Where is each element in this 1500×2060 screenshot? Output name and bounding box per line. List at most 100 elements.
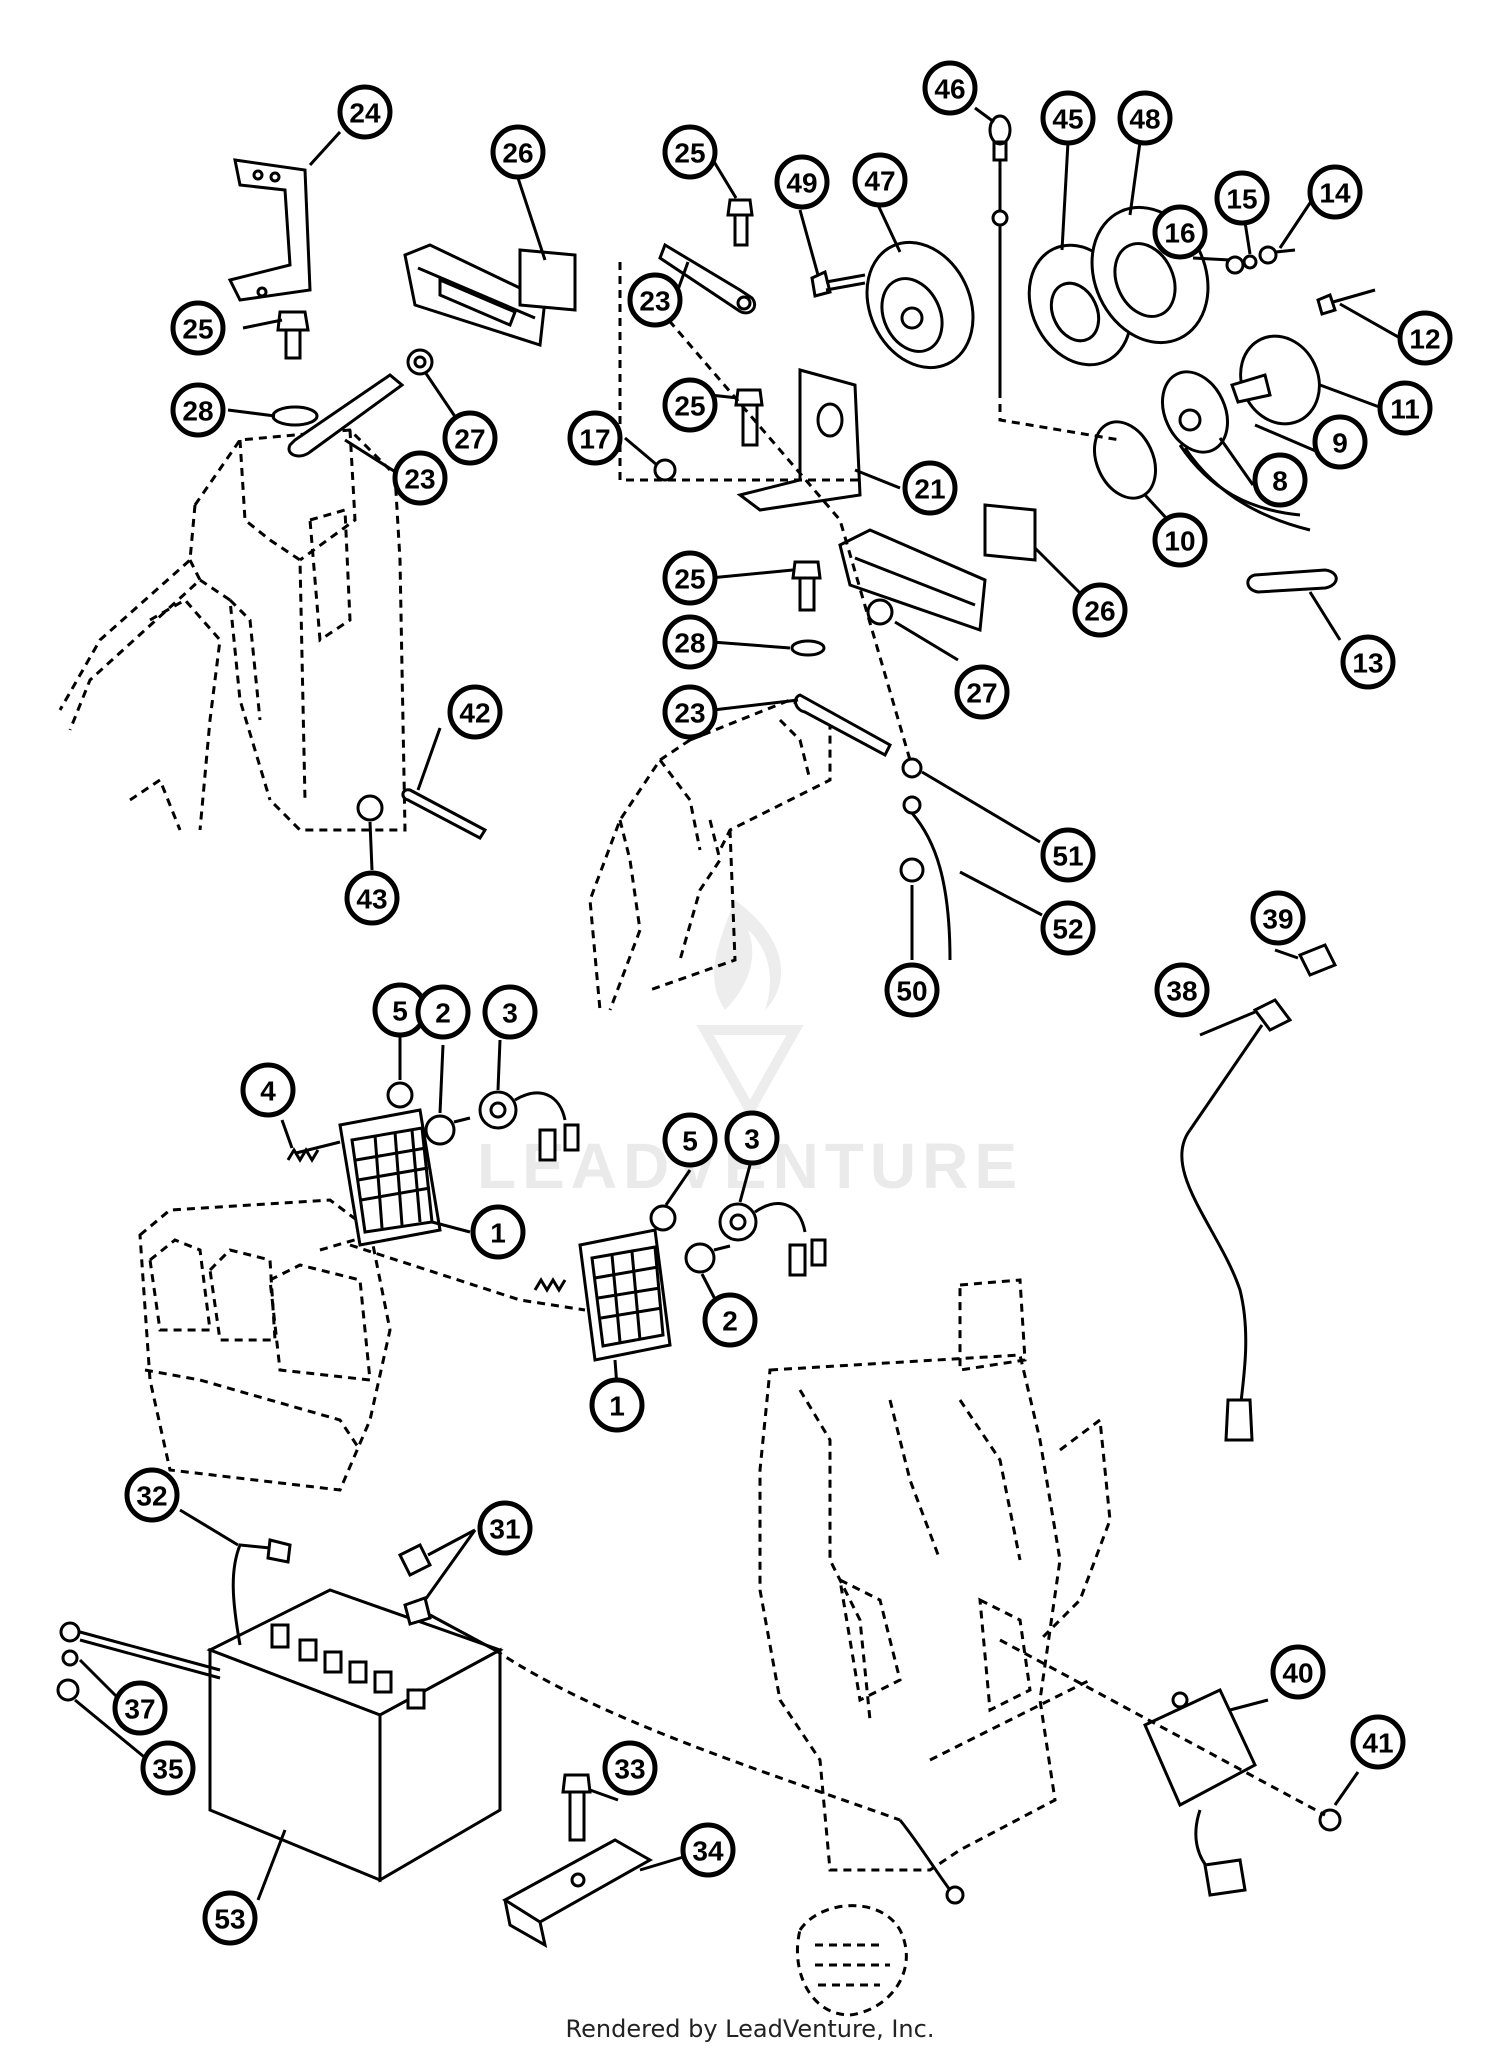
callout-31: 31 [477, 1500, 533, 1556]
callout-label: 28 [674, 628, 705, 659]
callout-circle [447, 684, 503, 740]
cable-37 [59, 1621, 221, 1680]
callout-label: 9 [1332, 428, 1348, 459]
callout-label: 27 [966, 678, 997, 709]
callout-48: 48 [1117, 90, 1173, 146]
headlight-1-lower [533, 1228, 672, 1362]
callout-circle [470, 1204, 526, 1260]
callout-28: 28 [170, 382, 226, 438]
callout-26: 26 [490, 124, 546, 180]
callout-circle [902, 460, 958, 516]
bolt-25-upper [726, 198, 754, 247]
callout-25: 25 [170, 300, 226, 356]
light-housing-47 [865, 240, 975, 370]
screw-12 [1316, 288, 1376, 316]
callout-circle [602, 1740, 658, 1796]
callout-label: 33 [614, 1754, 645, 1785]
callout-5: 5 [662, 1112, 718, 1168]
callout-49: 49 [774, 154, 830, 210]
callout-label: 25 [674, 564, 705, 595]
headlight-1-upper [295, 1108, 442, 1247]
callout-46: 46 [922, 60, 978, 116]
tube-13 [1246, 568, 1338, 594]
callout-38: 38 [1154, 962, 1210, 1018]
callout-26: 26 [1072, 582, 1128, 638]
cap-39 [1297, 943, 1338, 977]
callout-circle [482, 984, 538, 1040]
callout-circle [1040, 900, 1096, 956]
callout-21: 21 [902, 460, 958, 516]
console-outline-center [588, 698, 832, 1011]
cable-31 [397, 1542, 901, 1822]
callout-35: 35 [140, 1740, 196, 1796]
callout-28: 28 [662, 614, 718, 670]
callout-label: 50 [896, 976, 927, 1007]
strap-23-upper [658, 242, 757, 315]
callout-circle [1397, 310, 1453, 366]
callout-label: 25 [674, 391, 705, 422]
callout-circle [1152, 204, 1208, 260]
washer-16 [1225, 255, 1245, 275]
callout-label: 25 [674, 138, 705, 169]
callout-label: 51 [1052, 841, 1083, 872]
callout-41: 41 [1350, 1714, 1406, 1770]
callout-2: 2 [702, 1292, 758, 1348]
footer-credit: Rendered by LeadVenture, Inc. [565, 2015, 935, 2043]
callout-label: 43 [356, 884, 387, 915]
callout-circle [240, 1062, 296, 1118]
callout-37: 37 [112, 1680, 168, 1736]
callout-circle [1252, 452, 1308, 508]
callout-circle [392, 450, 448, 506]
spring-4 [286, 1147, 320, 1163]
callout-label: 5 [682, 1126, 698, 1157]
screw-49 [810, 269, 866, 298]
callout-label: 52 [1052, 914, 1083, 945]
callout-circle [1040, 827, 1096, 883]
callout-circle [202, 1890, 258, 1946]
nut-35 [56, 1678, 80, 1702]
callout-label: 46 [934, 74, 965, 105]
lamp-housing-left [403, 243, 577, 376]
callout-label: 8 [1272, 466, 1288, 497]
callout-circle [124, 1467, 180, 1523]
nut-5-lower [649, 1204, 677, 1232]
bolt-25-left [276, 310, 310, 360]
callout-circle [922, 60, 978, 116]
callout-label: 39 [1262, 904, 1293, 935]
callout-24: 24 [337, 84, 393, 140]
strap-23-hole [736, 295, 752, 311]
callout-label: 24 [349, 98, 381, 129]
callout-circle [852, 152, 908, 208]
callout-label: 49 [786, 168, 817, 199]
callout-label: 47 [864, 166, 895, 197]
callout-17: 17 [567, 410, 623, 466]
callout-circle [662, 377, 718, 433]
callout-circle [1250, 890, 1306, 946]
callout-circle [477, 1500, 533, 1556]
strap-23-left [287, 373, 405, 458]
callout-label: 3 [744, 1124, 760, 1155]
callout-label: 1 [609, 1391, 625, 1422]
callout-label: 23 [639, 286, 670, 317]
callout-27: 27 [954, 664, 1010, 720]
battery-53 [206, 1588, 504, 1883]
callout-label: 38 [1166, 976, 1197, 1007]
callout-circle [627, 272, 683, 328]
callout-circle [170, 300, 226, 356]
callout-50: 50 [884, 962, 940, 1018]
nut-50 [899, 857, 925, 883]
callout-16: 16 [1152, 204, 1208, 260]
callout-42: 42 [447, 684, 503, 740]
callout-circle [344, 870, 400, 926]
callout-label: 4 [260, 1076, 276, 1107]
callout-3: 3 [724, 1110, 780, 1166]
callout-47: 47 [852, 152, 908, 208]
lamp-housing-right [838, 503, 1037, 633]
hood-outline-left [58, 428, 407, 832]
callout-label: 2 [435, 998, 451, 1029]
callout-circle [1152, 512, 1208, 568]
callout-label: 28 [182, 396, 213, 427]
callout-label: 32 [136, 1481, 167, 1512]
nut-43 [356, 794, 384, 822]
callout-label: 21 [914, 474, 945, 505]
